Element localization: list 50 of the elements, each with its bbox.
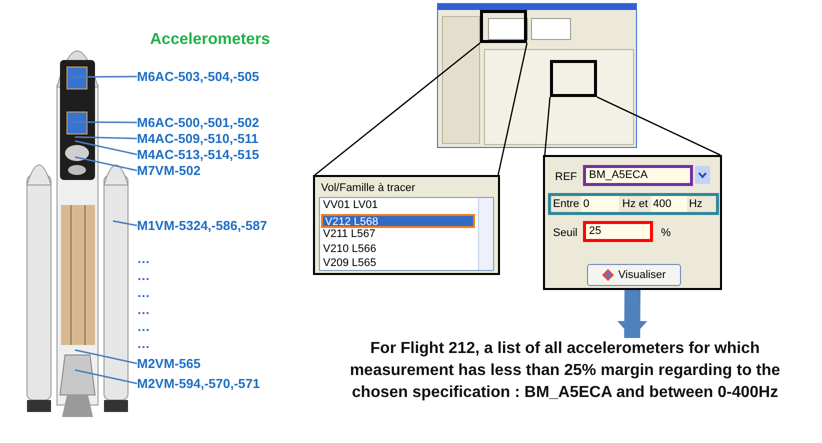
leader-line [74,349,138,364]
list-item: V209 L565 [322,257,378,270]
leader-line [74,369,138,384]
highlight-box [480,10,527,43]
ellipsis-text: … [137,318,150,336]
ellipsis-text: … [137,250,150,268]
ellipsis-text: … [137,335,150,353]
list-item: V210 L566 [322,242,378,256]
list-item: VV01 LV01 [322,199,379,213]
field-label: Hz [688,196,704,212]
list-title: Vol/Famille à tracer [321,181,416,196]
sensor-label: M4AC-509,-510,-511 [137,130,297,147]
section-heading: Accelerometers [150,30,270,50]
leader-line [74,156,138,172]
zoom-line [596,96,720,156]
input-field: 400 [650,196,687,212]
sensor-label: M6AC-500,-501,-502 [137,114,297,131]
ellipsis-text: … [137,284,150,302]
highlight-box [550,60,597,97]
selected-list-item: V212 L568 [321,214,475,228]
sensor-label: M6AC-503,-504,-505 [137,68,297,85]
field-label: Seuil [553,226,578,241]
field-label: % [661,226,671,241]
ellipsis-text: … [137,301,150,319]
zoom-line [544,96,551,156]
summary-text: For Flight 212, a list of all accelerometers for which measurement has less than 25% margin regarding to the chosen specification : BM_A5ECA and between 0-400Hz [320,338,810,435]
block-arrow [617,290,648,338]
field-label: REF [555,170,577,185]
zoom-line [314,42,480,176]
leader-line [74,136,138,140]
sensor-label: M4AC-513,-514,-515 [137,146,297,163]
zoom-line [498,42,528,176]
leader-line [70,121,137,124]
input-field: 0 [581,196,620,212]
visualiser-button: Visualiser [587,264,681,286]
settings-panel [543,155,722,290]
sensor-label: M7VM-502 [137,162,297,179]
list-item: V211 L567 [322,228,376,242]
leader-line [70,76,137,78]
sensor-label: M2VM-565 [137,355,297,372]
field-label: Hz et [621,196,649,212]
leader-line [74,140,138,156]
dropdown-field: BM_A5ECA [583,165,693,186]
list-panel [313,175,500,275]
input-field: 25 [583,221,653,242]
sensor-label: M1VM-5324,-586,-587 [137,217,312,234]
leader-line [112,220,138,226]
field-label: Entre [552,196,580,212]
ellipsis-text: … [137,267,150,285]
sensor-label: M2VM-594,-570,-571 [137,375,312,392]
